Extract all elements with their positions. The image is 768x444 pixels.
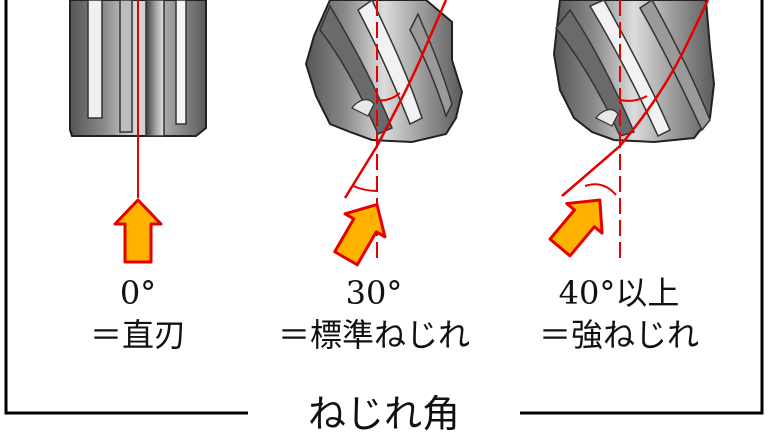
end-mill-high-helix — [552, 0, 716, 144]
helix-guide-line-40 — [561, 0, 710, 197]
diagram-title-text: ねじれ角 — [297, 392, 470, 436]
outer-frame — [4, 0, 764, 415]
angle-label-standard: 30° — [345, 274, 403, 312]
angle-label-straight: 0° — [119, 274, 157, 312]
diagram-title: ねじれ角 — [0, 392, 768, 436]
angle-arc-30-top — [376, 92, 401, 102]
angle-label-high: 40°以上 — [558, 274, 680, 312]
angle-arc-40-top — [619, 95, 648, 102]
cutting-direction-arrow-30 — [333, 203, 387, 267]
type-label-high: ＝強ねじれ — [538, 316, 699, 354]
cutting-direction-arrow-0 — [113, 198, 163, 264]
angle-arc-30-bottom — [352, 185, 378, 192]
type-label-straight: ＝直刃 — [89, 316, 186, 354]
helix-guide-line-30 — [343, 0, 448, 199]
cutting-direction-arrow-40 — [548, 198, 604, 258]
end-mill-standard-helix — [304, 0, 464, 144]
type-label-standard: ＝標準ねじれ — [277, 316, 470, 354]
angle-arc-40-bottom — [584, 183, 617, 196]
